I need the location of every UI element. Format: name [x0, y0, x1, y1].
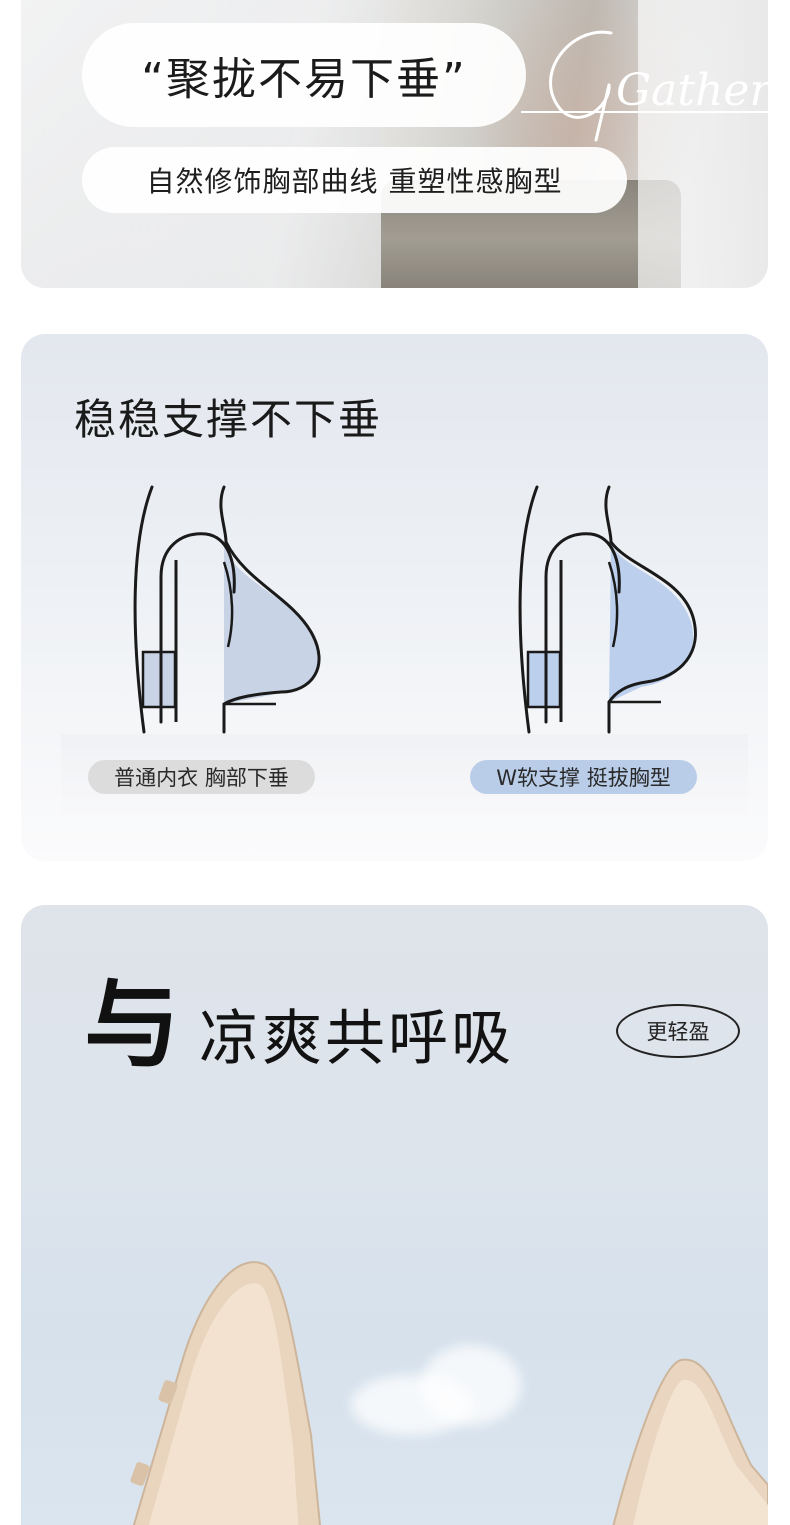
lighter-tag: 更轻盈: [616, 1004, 740, 1058]
cloud: [421, 1345, 521, 1425]
white-shirt-right: [638, 0, 768, 288]
bra-product-image: [130, 1261, 768, 1525]
support-section: 稳稳支撑不下垂 普通内衣 胸部下垂 W软支撑 挺拔胸型: [21, 334, 768, 861]
normal-bra-badge: 普通内衣 胸部下垂: [88, 760, 315, 794]
normal-bra-figure: [133, 485, 321, 734]
w-support-badge: W软支撑 挺拔胸型: [470, 760, 697, 794]
breathable-section: 与 凉爽共呼吸 更轻盈: [21, 905, 768, 1525]
strap-slider: [158, 1380, 178, 1404]
support-title: 稳稳支撑不下垂: [74, 395, 383, 444]
lead-glyph: 与: [84, 969, 180, 1081]
gather-script-text: Gather: [616, 65, 768, 116]
hero-banner: Gather “聚拢不易下垂” 自然修饰胸部曲线 重塑性感胸型: [21, 0, 768, 288]
gather-script-lettering: Gather: [521, 30, 768, 142]
hero-headline: “聚拢不易下垂”: [82, 23, 526, 127]
breathable-headline: 凉爽共呼吸: [199, 1004, 514, 1074]
strap-ring: [130, 1462, 150, 1486]
w-support-bra-figure: [518, 485, 697, 734]
hero-subline: 自然修饰胸部曲线 重塑性感胸型: [82, 147, 627, 213]
